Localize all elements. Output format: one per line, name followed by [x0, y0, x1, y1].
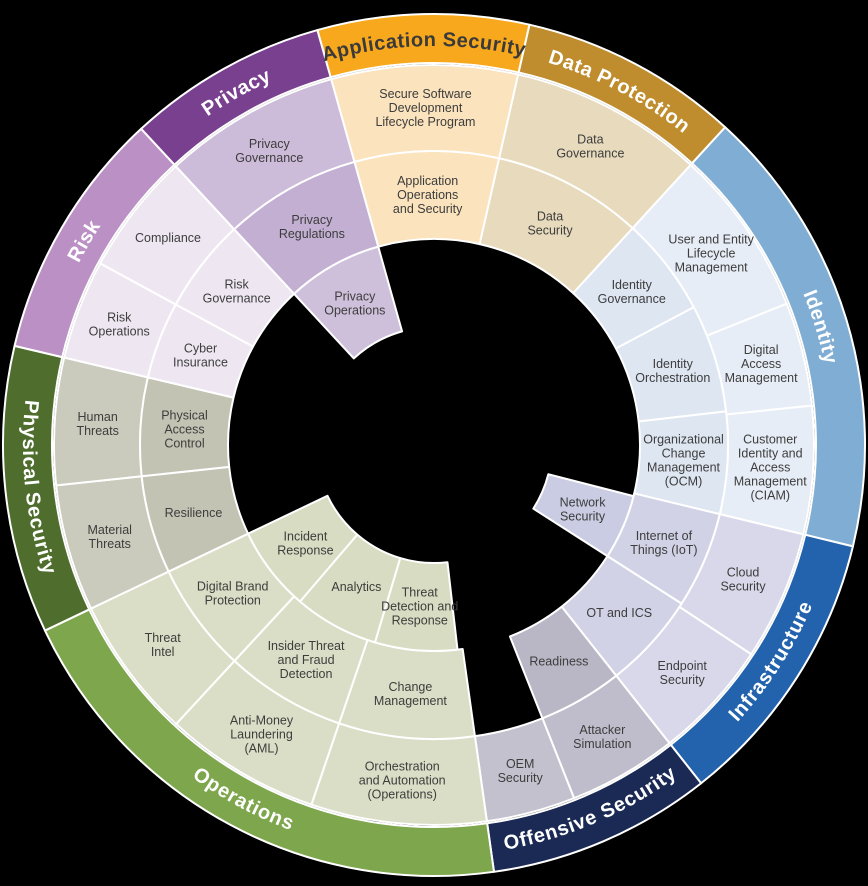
cell-privacy-operations [293, 245, 404, 360]
category-bands [2, 13, 867, 877]
cell-label-ot-and-ics: OT and ICS [586, 606, 652, 620]
band-privacy [140, 29, 332, 166]
cell-label-compliance: Compliance [135, 231, 201, 245]
cell-label-readiness: Readiness [529, 655, 588, 669]
cell-label-analytics: Analytics [331, 580, 381, 594]
cell-label-resilience: Resilience [165, 506, 223, 520]
cell-network-security [532, 473, 635, 558]
cell-readiness [508, 605, 618, 720]
capability-cells [53, 64, 815, 826]
